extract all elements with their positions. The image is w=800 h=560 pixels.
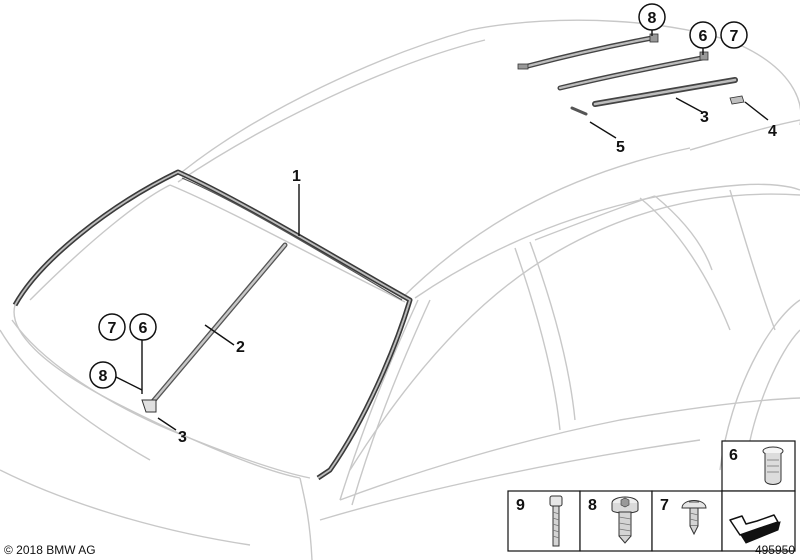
circled-callout-8-left: 8	[89, 361, 117, 389]
torx-screw-icon	[611, 496, 639, 544]
legend-box-6[interactable]: 6	[721, 440, 796, 492]
circled-callouts: 8 6 7 7 6 8	[89, 3, 748, 389]
circled-callout-8-top: 8	[638, 3, 666, 31]
roof-trim-rear[interactable]	[592, 77, 738, 107]
svg-text:9: 9	[516, 497, 525, 514]
front-bracket[interactable]	[141, 399, 157, 413]
callout-2: 2	[236, 339, 245, 356]
callout-5: 5	[616, 139, 625, 156]
pan-head-screw-icon	[681, 500, 707, 536]
direction-arrow-icon	[729, 514, 781, 544]
roof-end-cap[interactable]	[729, 95, 745, 105]
svg-text:6: 6	[699, 28, 708, 45]
circled-callout-6-left: 6	[129, 313, 157, 341]
fastener-legend: 6 9 8	[507, 440, 796, 552]
legend-box-7[interactable]: 7	[651, 490, 723, 552]
circled-callout-7-left: 7	[98, 313, 126, 341]
roof-trim-middle[interactable]	[557, 51, 709, 91]
center-trim-strip[interactable]	[147, 242, 288, 408]
copyright-text: © 2018 BMW AG	[4, 543, 96, 557]
legend-box-arrow	[721, 490, 796, 552]
windshield-seal[interactable]	[12, 169, 413, 481]
svg-text:8: 8	[648, 10, 657, 27]
svg-text:8: 8	[588, 497, 597, 514]
callout-4: 4	[768, 123, 777, 140]
svg-text:6: 6	[139, 320, 148, 337]
roof-trim-front[interactable]	[517, 33, 659, 70]
svg-text:7: 7	[730, 28, 739, 45]
car-body-outline	[0, 19, 800, 560]
hex-bolt-icon	[549, 495, 563, 547]
callout-3-front: 3	[178, 429, 187, 446]
roof-small-clip[interactable]	[570, 106, 588, 116]
callout-numbers: 1 2 3 3 4 5	[178, 109, 777, 446]
svg-text:8: 8	[99, 368, 108, 385]
rivet-nut-icon	[762, 446, 784, 485]
callout-3-roof: 3	[700, 109, 709, 126]
svg-text:6: 6	[729, 447, 738, 464]
legend-box-8[interactable]: 8	[579, 490, 653, 552]
svg-text:7: 7	[660, 497, 669, 514]
leader-lines	[111, 30, 769, 431]
diagram-number: 495950	[755, 543, 795, 557]
svg-text:7: 7	[108, 320, 117, 337]
circled-callout-7-top: 7	[720, 21, 748, 49]
legend-box-9[interactable]: 9	[507, 490, 581, 552]
circled-callout-6-top: 6	[689, 21, 717, 49]
callout-1: 1	[292, 168, 301, 185]
